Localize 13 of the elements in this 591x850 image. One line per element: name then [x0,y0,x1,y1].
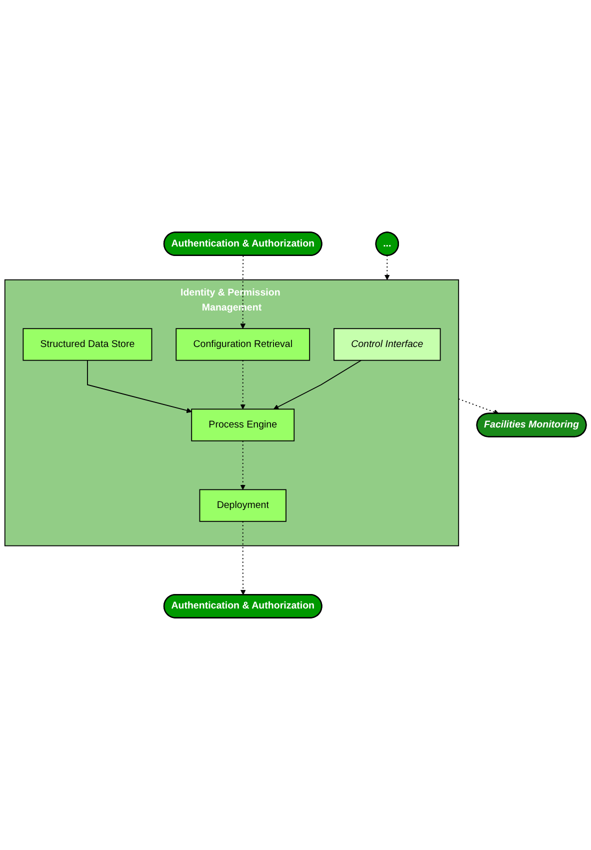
node-box: Structured Data Store [22,328,152,361]
node-box: Configuration Retrieval [176,328,310,361]
arrow [87,360,192,414]
arrow [240,255,246,329]
arrow [240,440,246,490]
node-box: Control Interface [334,328,441,361]
arrow [458,398,500,415]
arrow [240,520,246,596]
arrow [240,360,246,410]
arrow [384,254,390,280]
node-box: Deployment [199,489,286,522]
arrow [273,360,362,410]
node-box: Process Engine [191,408,295,442]
